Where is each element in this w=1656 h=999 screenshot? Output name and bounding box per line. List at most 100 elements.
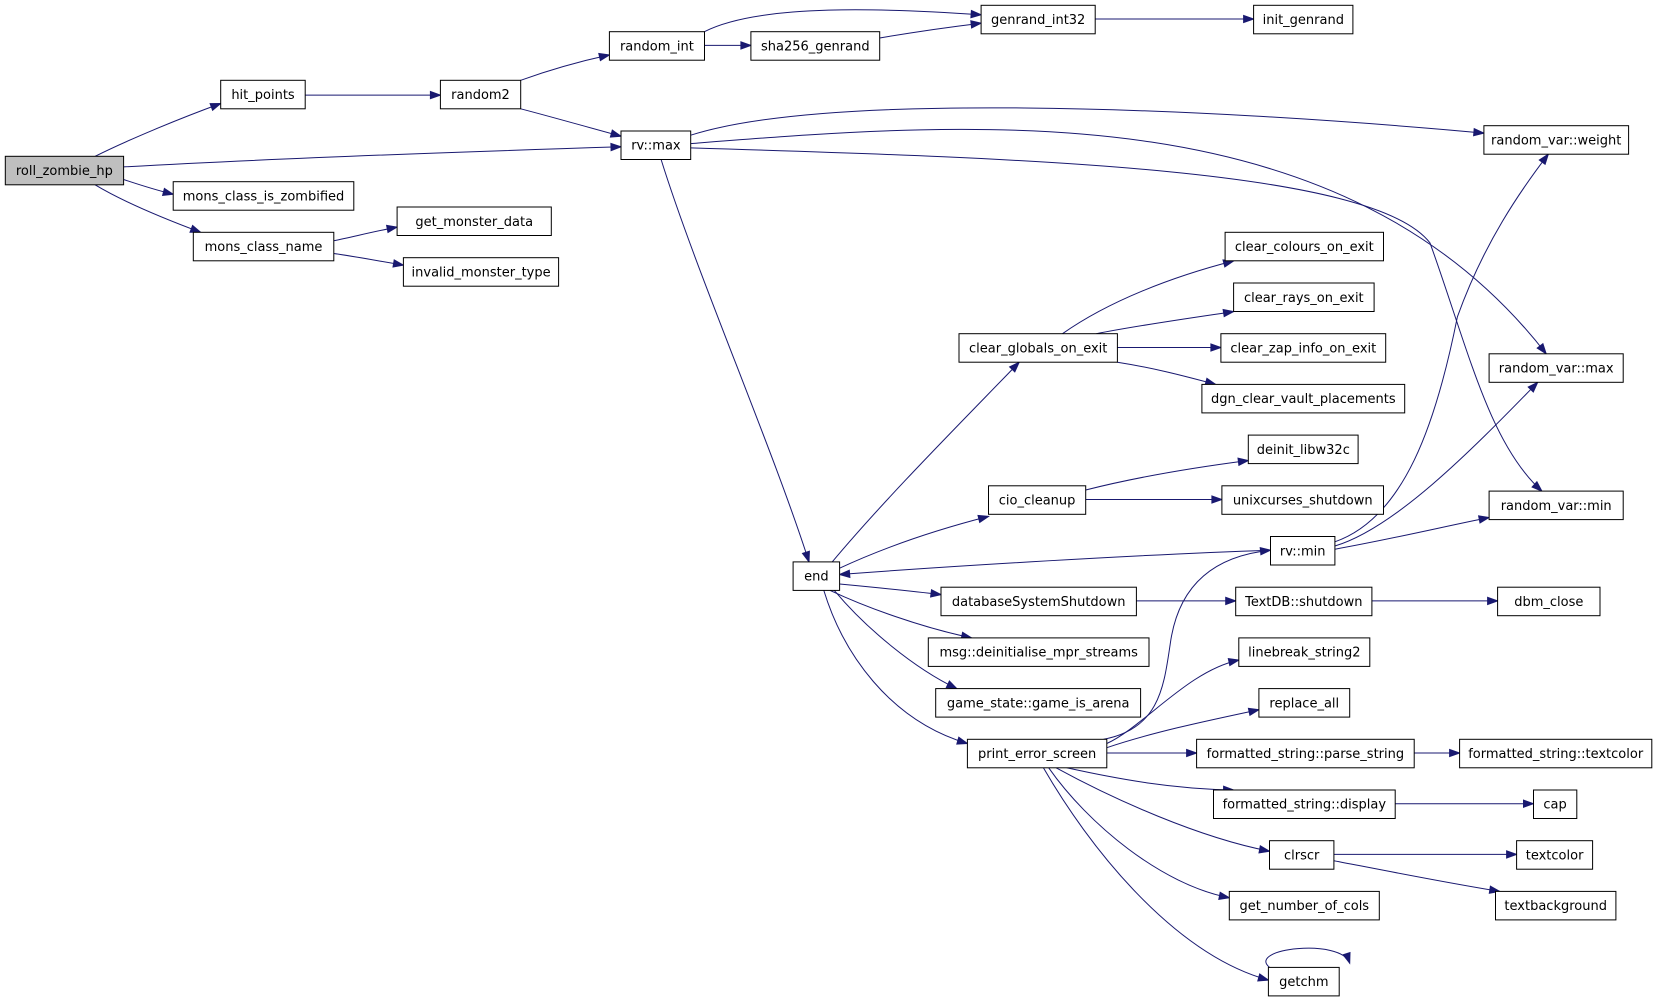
node-getchm[interactable]: getchm <box>1267 966 1340 997</box>
edge-rv_max-to-random_var_max <box>690 128 1548 355</box>
edge-end-to-clear_globals_on_exit <box>831 361 1021 563</box>
edge-cio_cleanup-to-unixcurses_shutdown <box>1085 495 1224 504</box>
node-clear_globals_on_exit[interactable]: clear_globals_on_exit <box>958 333 1118 363</box>
node-clrscr[interactable]: clrscr <box>1269 840 1335 870</box>
arrowhead-icon <box>429 90 442 100</box>
node-hit_points[interactable]: hit_points <box>220 79 306 110</box>
arrowhead-icon <box>1477 515 1491 524</box>
node-unixcurses_shutdown[interactable]: unixcurses_shutdown <box>1221 485 1385 515</box>
node-box <box>620 130 692 160</box>
edge-line <box>1062 260 1234 335</box>
node-random_var_weight[interactable]: random_var::weight <box>1483 125 1630 155</box>
edge-print_error_screen-to-clrscr <box>1055 767 1271 854</box>
node-TextDB_shutdown[interactable]: TextDB::shutdown <box>1235 586 1373 617</box>
edge-line <box>1106 709 1260 749</box>
node-rv_min[interactable]: rv::min <box>1270 536 1336 566</box>
node-parse_string[interactable]: formatted_string::parse_string <box>1196 738 1415 769</box>
node-genrand_int32[interactable]: genrand_int32 <box>980 4 1096 35</box>
node-get_number_of_cols[interactable]: get_number_of_cols <box>1228 890 1380 921</box>
edge-random2-to-random_int <box>520 52 611 81</box>
nodes-layer: roll_zombie_hp hit_points mons_class_is_zo… <box>4 4 1653 997</box>
edge-clear_globals_on_exit-to-clear_colours_on_exit <box>1062 259 1236 335</box>
node-msg_deinitialise[interactable]: msg::deinitialise_mpr_streams <box>927 637 1150 667</box>
edge-genrand_int32-to-init_genrand <box>1095 14 1256 24</box>
node-clear_zap_info_on_exit[interactable]: clear_zap_info_on_exit <box>1220 333 1387 363</box>
arrowhead-icon <box>838 569 851 579</box>
edge-line <box>1117 361 1216 385</box>
edge-rv_max-to-end <box>660 159 810 564</box>
node-label: rv::max <box>631 139 681 154</box>
node-label: unixcurses_shutdown <box>1233 494 1373 509</box>
node-dgn_clear_vault_placements[interactable]: dgn_clear_vault_placements <box>1201 383 1406 414</box>
node-textbackground[interactable]: textbackground <box>1495 890 1617 921</box>
edge-databaseSystemShutdown-to-TextDB_shutdown <box>1136 596 1238 606</box>
node-dbm_close[interactable]: dbm_close <box>1497 586 1601 617</box>
edge-line <box>1085 460 1249 491</box>
edge-random_int-to-sha256_genrand <box>704 41 753 50</box>
edge-cio_cleanup-to-deinit_libw32c <box>1085 457 1250 491</box>
node-cap[interactable]: cap <box>1533 789 1578 819</box>
node-textcolor_fs[interactable]: formatted_string::textcolor <box>1459 738 1653 769</box>
node-random_var_min[interactable]: random_var::min <box>1488 490 1624 521</box>
edge-print_error_screen-to-rv_min <box>1103 547 1272 740</box>
node-end[interactable]: end <box>792 561 841 591</box>
node-label: rv::min <box>1280 544 1326 559</box>
node-invalid_monster_type[interactable]: invalid_monster_type <box>402 257 560 287</box>
edge-line <box>1103 549 1271 740</box>
edge-sha256_genrand-to-genrand_int32 <box>879 20 983 39</box>
node-box <box>1196 738 1415 769</box>
arrowhead-icon <box>1210 343 1223 352</box>
node-textcolor[interactable]: textcolor <box>1516 840 1594 870</box>
node-label: replace_all <box>1269 696 1339 711</box>
node-box <box>1270 536 1336 566</box>
node-random_int[interactable]: random_int <box>608 31 706 61</box>
edge-line <box>690 147 1543 492</box>
node-random_var_max[interactable]: random_var::max <box>1488 353 1624 383</box>
edge-line <box>690 128 1547 355</box>
node-fs_display[interactable]: formatted_string::display <box>1213 789 1396 819</box>
arrowhead-icon <box>1258 845 1271 854</box>
arrowhead-icon <box>392 259 405 268</box>
edge-rv_min-to-random_var_max <box>1334 381 1539 547</box>
arrowhead-icon <box>610 142 623 152</box>
node-box <box>1228 890 1380 921</box>
node-box <box>927 637 1150 667</box>
node-label: linebreak_string2 <box>1248 646 1360 661</box>
node-clear_colours_on_exit[interactable]: clear_colours_on_exit <box>1224 231 1384 262</box>
node-label: sha256_genrand <box>761 39 870 54</box>
node-get_monster_data[interactable]: get_monster_data <box>396 206 552 236</box>
edge-roll_zombie_hp-to-mons_class_is_zombified <box>123 179 175 196</box>
edge-TextDB_shutdown-to-dbm_close <box>1371 596 1500 606</box>
node-init_genrand[interactable]: init_genrand <box>1253 4 1354 35</box>
node-cio_cleanup[interactable]: cio_cleanup <box>988 485 1087 515</box>
edge-line <box>839 583 942 596</box>
edge-clear_globals_on_exit-to-clear_rays_on_exit <box>1096 308 1236 335</box>
node-box <box>935 688 1142 718</box>
node-random2[interactable]: random2 <box>439 79 522 110</box>
node-clear_rays_on_exit[interactable]: clear_rays_on_exit <box>1233 282 1375 312</box>
arrowhead-icon <box>1218 891 1231 901</box>
node-roll_zombie_hp[interactable]: roll_zombie_hp <box>4 155 125 186</box>
node-game_is_arena[interactable]: game_state::game_is_arena <box>935 688 1142 718</box>
node-box <box>1258 688 1351 718</box>
node-mons_class_name[interactable]: mons_class_name <box>192 231 335 262</box>
arrowhead-icon <box>1473 127 1486 137</box>
node-linebreak_string2[interactable]: linebreak_string2 <box>1238 637 1371 667</box>
node-print_error_screen[interactable]: print_error_screen <box>966 738 1108 769</box>
node-databaseSystemShutdown[interactable]: databaseSystemShutdown <box>940 586 1137 617</box>
node-label: invalid_monster_type <box>412 266 551 281</box>
edge-clrscr-to-textbackground <box>1333 860 1502 894</box>
edge-line <box>94 184 201 233</box>
node-label: mons_class_name <box>205 240 323 255</box>
node-box <box>1533 789 1578 819</box>
arrowhead-icon <box>385 224 399 234</box>
edge-print_error_screen-to-get_number_of_cols <box>1048 767 1231 901</box>
node-box <box>1201 383 1406 414</box>
node-deinit_libw32c[interactable]: deinit_libw32c <box>1247 434 1359 465</box>
node-mons_class_is_zombified[interactable]: mons_class_is_zombified <box>172 181 355 211</box>
node-replace_all[interactable]: replace_all <box>1258 688 1351 718</box>
node-box <box>1269 840 1335 870</box>
arrowhead-icon <box>930 589 943 598</box>
node-rv_max[interactable]: rv::max <box>620 130 692 160</box>
node-sha256_genrand[interactable]: sha256_genrand <box>750 31 881 61</box>
